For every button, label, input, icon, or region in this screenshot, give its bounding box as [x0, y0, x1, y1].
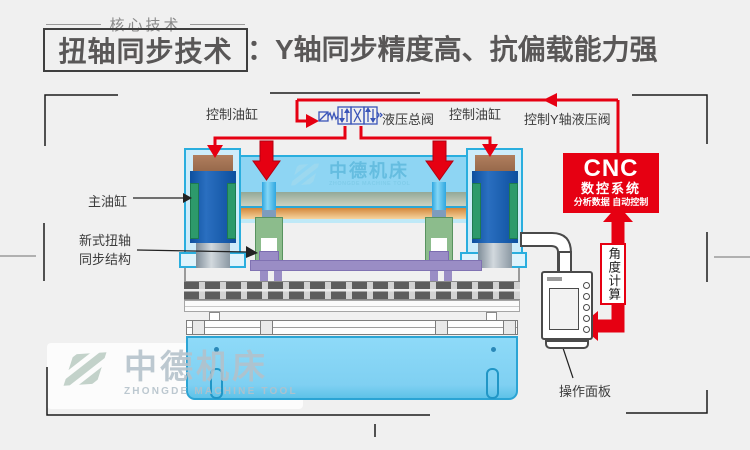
- frame-brackets: [43, 92, 708, 437]
- panel-button-2: [583, 293, 590, 300]
- bed-dot-right: [491, 347, 496, 352]
- arrow-into-cnc: [603, 205, 633, 222]
- title-boxed-text: 扭轴同步技术: [58, 36, 233, 67]
- bed-slot-right: [486, 368, 499, 399]
- label-main-cylinder: 主油缸: [88, 194, 128, 209]
- left-cylinder-cap: [193, 155, 233, 172]
- torsion-bar: [250, 260, 482, 271]
- panel-logo-mark: [547, 277, 562, 281]
- press-arrow-right: [425, 140, 454, 181]
- torsion-leg-3: [430, 271, 438, 284]
- die-clamp-4: [503, 320, 516, 335]
- machine-bed: [186, 336, 518, 400]
- cnc-description: 分析数据 自动控制: [573, 197, 649, 207]
- label-pointers: [133, 197, 574, 379]
- torsion-leg-1: [260, 271, 268, 284]
- torsion-leg-2: [274, 271, 282, 284]
- footer-watermark-en: ZHONGDE MACHINE TOOL: [124, 386, 298, 397]
- brand-logo-icon: [286, 161, 324, 188]
- label-torsion-line1: 新式扭轴: [78, 233, 131, 248]
- beam-watermark: 中德机床 ZHONGDE MACHINE TOOL: [286, 161, 410, 188]
- beam-watermark-cn: 中德机床: [329, 161, 409, 181]
- panel-base: [545, 340, 589, 349]
- bed-slot-left: [210, 368, 223, 399]
- tagline-rule-right: [189, 24, 245, 25]
- bed-dot-left: [214, 347, 219, 352]
- panel-button-4: [583, 315, 590, 322]
- left-cylinder-plate-a: [190, 183, 199, 239]
- title-box: 扭轴同步技术: [43, 28, 248, 72]
- right-cylinder-cap: [475, 155, 515, 172]
- right-cylinder-plate-b: [509, 183, 518, 239]
- panel-button-5: [583, 326, 590, 333]
- tagline-rule-left: [46, 24, 102, 25]
- pendant-stem: [558, 251, 572, 273]
- operation-panel: [541, 271, 593, 340]
- red-control-lines: [213, 98, 620, 153]
- arrow-to-valve: [543, 93, 557, 107]
- tool-clamp-row: [184, 281, 520, 300]
- arrow-into-valve: [306, 114, 319, 128]
- label-torsion-line2: 同步结构: [78, 252, 131, 267]
- arrow-right-cylinder: [482, 144, 498, 157]
- ram-lower-beam: [184, 300, 520, 312]
- panel-button-1: [583, 282, 590, 289]
- crossbeam-green-band: [241, 192, 466, 206]
- cnc-system-box: CNC 数控系统 分析数据 自动控制: [563, 153, 659, 213]
- right-cylinder-plate-a: [472, 183, 481, 239]
- angle-calculation-box: 角度计算: [600, 243, 626, 305]
- die-clamp-3: [435, 320, 448, 335]
- label-torsion-structure: 新式扭轴 同步结构: [73, 231, 137, 269]
- crossbeam-orange-band: [241, 208, 466, 219]
- label-control-cylinder-left: 控制油缸: [206, 107, 259, 122]
- right-sync-rod: [432, 182, 446, 210]
- torsion-leg-4: [444, 271, 452, 284]
- crossbeam-cyan-line: [241, 206, 466, 208]
- pointer-main-cylinder: [183, 193, 192, 203]
- left-cylinder-piston: [196, 243, 230, 268]
- panel-screen: [549, 288, 579, 330]
- panel-button-3: [583, 304, 590, 311]
- label-control-cylinder-right: 控制油缸: [449, 107, 502, 122]
- brand-logo-icon: [56, 348, 114, 390]
- label-control-y-axis-valve: 控制Y轴液压阀: [524, 112, 611, 127]
- footer-watermark: 中德机床 ZHONGDE MACHINE TOOL: [56, 348, 298, 397]
- title-rest-text: ：Y轴同步精度高、抗偏载能力强: [247, 34, 658, 65]
- cnc-subtitle: 数控系统: [580, 181, 641, 196]
- footer-watermark-cn: 中德机床: [124, 348, 268, 385]
- beam-watermark-en: ZHONGDE MACHINE TOOL: [329, 181, 411, 187]
- frame-brackets-gray: [0, 255, 750, 258]
- angle-calculation-text: 角度计算: [606, 247, 621, 301]
- right-cylinder-piston: [478, 243, 512, 268]
- die-clamp-2: [260, 320, 273, 335]
- hydraulic-valve-icon: [318, 106, 383, 125]
- label-hydraulic-main-valve: 液压总阀: [382, 112, 435, 127]
- left-cylinder-plate-b: [227, 183, 236, 239]
- label-operation-panel: 操作面板: [559, 384, 612, 399]
- arrow-left-cylinder: [207, 145, 223, 158]
- press-arrow-left: [252, 140, 281, 181]
- left-sync-rod: [262, 182, 276, 210]
- cnc-title: CNC: [583, 155, 639, 182]
- die-clamp-1: [192, 320, 205, 335]
- pointer-torsion: [246, 246, 258, 258]
- crossbeam-lower-strip: [241, 219, 466, 223]
